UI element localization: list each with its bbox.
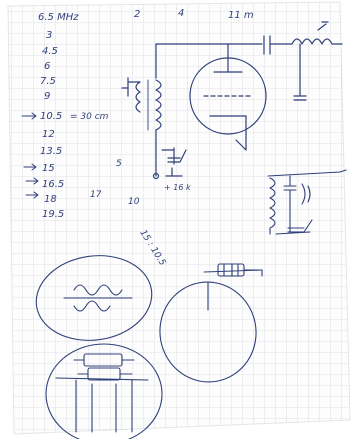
header-mark-4: 4 (178, 8, 184, 19)
length-annotation: = 30 cm (70, 112, 109, 122)
list-item: 19.5 (42, 209, 64, 220)
coil-sketch (35, 255, 153, 341)
annotation-17: 17 (90, 190, 102, 200)
capacitor-plates (263, 35, 271, 55)
list-arrows (21, 112, 39, 199)
tank-circuit (267, 169, 347, 235)
header-length: 11 m (228, 10, 254, 21)
list-item: 7.5 (40, 76, 56, 87)
list-item: 9 (44, 91, 50, 102)
tube-anode (213, 57, 243, 73)
list-item: 4.5 (42, 46, 58, 57)
list-item: 3 (46, 30, 52, 41)
list-item: 6 (44, 61, 50, 72)
feedback-coil (135, 81, 141, 113)
list-item: 16.5 (42, 179, 64, 190)
annotation-5: 5 (116, 159, 122, 169)
resistor-sketch (45, 343, 163, 439)
list-item: 10.5 (40, 111, 62, 122)
header-frequency: 6.5 MHz (38, 12, 79, 23)
frequency-list: 3 4.5 6 7.5 9 10.5 12 13.5 15 16.5 18 19… (40, 30, 64, 220)
grid-coil (155, 79, 162, 131)
list-item: 12 (42, 129, 55, 140)
tube-schematic (121, 21, 343, 180)
grid-lines (8, 2, 350, 434)
resonator-sketch (159, 263, 263, 383)
list-item: 18 (44, 194, 57, 205)
output-coil (291, 38, 343, 45)
header-mark-2: 2 (134, 9, 140, 20)
list-item: 13.5 (40, 146, 62, 157)
list-item: 15 (42, 163, 55, 174)
annotation-10: 10 (128, 197, 140, 207)
bias-annotation: + 16 k (164, 183, 191, 192)
